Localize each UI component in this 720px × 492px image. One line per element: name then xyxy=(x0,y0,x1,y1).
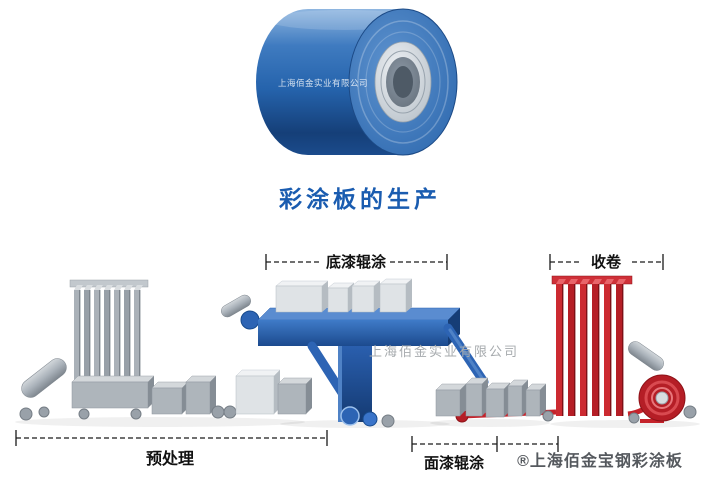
coil-face xyxy=(348,8,458,156)
coater-units xyxy=(275,278,413,313)
entry-tilted-roller xyxy=(21,358,67,398)
shadow-topcoat xyxy=(430,419,550,427)
dim-pretreat: 预处理 xyxy=(15,430,328,468)
exit-roller xyxy=(683,405,697,419)
shadow-left xyxy=(15,417,305,427)
page-title: 彩涂板的生产 xyxy=(279,186,441,212)
diagram-watermark-center: 上海佰金实业有限公司 xyxy=(369,344,519,359)
dim-rewind: 收卷 xyxy=(549,253,664,271)
pretreat-tanks xyxy=(151,369,313,419)
steel-coil-illustration: 上海佰金实业有限公司 xyxy=(250,4,470,164)
dim-primer: 底漆辊涂 xyxy=(265,253,448,271)
label-pretreatment: 预处理 xyxy=(146,449,194,468)
topcoat-roller-small xyxy=(542,410,554,422)
rewind-accumulator xyxy=(556,279,626,416)
coater-tilted-roller xyxy=(221,294,251,318)
shadow-right xyxy=(550,420,700,428)
rewind-tilted-roller xyxy=(628,341,664,371)
production-line-diagram: 上海佰金实业有限公司 xyxy=(0,228,720,492)
entry-accumulator xyxy=(69,279,155,420)
coater-entry-roller xyxy=(240,310,260,330)
steel-coil-svg: 上海佰金实业有限公司 xyxy=(256,8,458,156)
primer-coater-section xyxy=(221,278,489,428)
coater-roller-2 xyxy=(362,411,378,427)
coater-platform xyxy=(257,307,461,346)
entry-roller-stand xyxy=(38,406,50,418)
pretreatment-section xyxy=(19,279,313,421)
production-line-svg: 上海佰金实业有限公司 xyxy=(15,253,700,472)
feed-roller-small xyxy=(19,407,33,421)
rewind-section xyxy=(551,275,697,424)
dim-topcoat: 面漆辊涂 xyxy=(411,436,559,472)
label-primer-coating: 底漆辊涂 xyxy=(326,253,387,271)
rewind-roller-small xyxy=(628,412,640,424)
rewind-coil xyxy=(638,374,686,422)
label-rewind: 收卷 xyxy=(591,253,622,271)
coil-watermark: 上海佰金实业有限公司 xyxy=(278,78,368,88)
coater-roller-1 xyxy=(340,406,360,426)
coater-roller-3 xyxy=(381,414,395,428)
topcoat-section xyxy=(435,377,557,423)
diagram-watermark-bottom: ®上海佰金宝钢彩涂板 xyxy=(517,451,683,470)
label-topcoat-coating: 面漆辊涂 xyxy=(424,454,485,472)
